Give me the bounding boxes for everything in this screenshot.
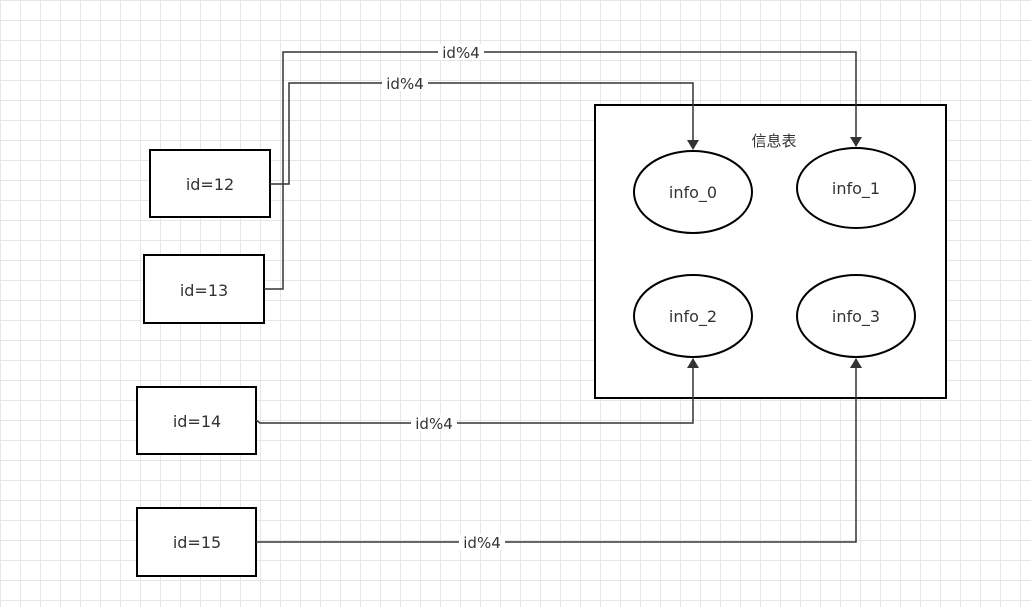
edge-id15-to-info3[interactable]: id%4 bbox=[256, 358, 862, 552]
partition-label: info_0 bbox=[669, 183, 717, 203]
record-label: id=12 bbox=[186, 175, 234, 194]
partition-label: info_3 bbox=[832, 307, 880, 327]
record-label: id=14 bbox=[173, 412, 221, 431]
edge-id14-to-info2[interactable]: id%4 bbox=[255, 358, 699, 433]
record-label: id=15 bbox=[173, 533, 221, 552]
partition-label: info_2 bbox=[669, 307, 717, 327]
edge-id12-to-info0[interactable]: id%4 bbox=[270, 75, 699, 185]
edge-label: id%4 bbox=[386, 75, 424, 93]
edge-label: id%4 bbox=[415, 415, 453, 433]
partition-info-2[interactable]: info_2 bbox=[633, 274, 753, 358]
partition-info-1[interactable]: info_1 bbox=[796, 147, 916, 229]
edge-id13-to-info1[interactable]: id%4 bbox=[264, 44, 862, 290]
record-id-15[interactable]: id=15 bbox=[136, 507, 257, 577]
record-id-13[interactable]: id=13 bbox=[143, 254, 265, 324]
partition-info-3[interactable]: info_3 bbox=[796, 274, 916, 358]
record-label: id=13 bbox=[180, 281, 228, 300]
partition-label: info_1 bbox=[832, 179, 880, 199]
record-id-14[interactable]: id=14 bbox=[136, 386, 257, 455]
edge-label: id%4 bbox=[442, 44, 480, 62]
partition-info-0[interactable]: info_0 bbox=[633, 150, 753, 234]
record-id-12[interactable]: id=12 bbox=[149, 149, 271, 218]
edge-label: id%4 bbox=[463, 534, 501, 552]
table-title: 信息表 bbox=[751, 132, 796, 150]
